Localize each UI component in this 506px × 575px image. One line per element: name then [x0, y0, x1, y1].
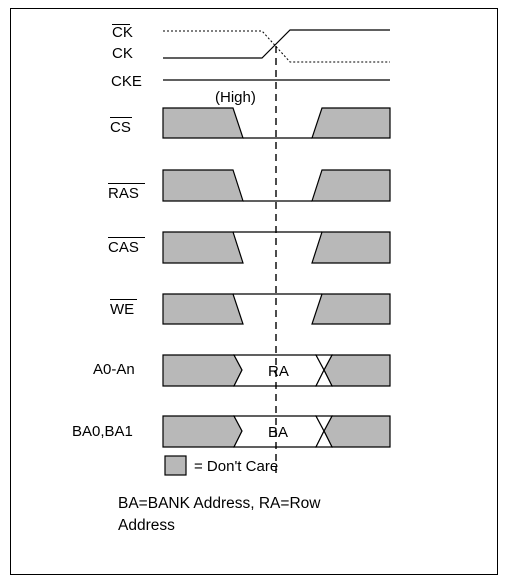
ras-dont-care-right — [311, 169, 391, 202]
signal-label-bank: BA0,BA1 — [72, 423, 133, 440]
we-dont-care-right — [311, 293, 391, 325]
bank-dont-care-right — [323, 415, 391, 448]
cas-dont-care-right — [311, 231, 391, 264]
signal-label-we: WE — [110, 301, 134, 318]
signal-label-cs: CS — [110, 119, 131, 136]
legend-dont-care-swatch — [164, 455, 187, 476]
signal-label-ras: RAS — [108, 185, 139, 202]
addr-right-crossing-gap — [315, 354, 333, 387]
signal-label-addr: A0-An — [93, 361, 135, 378]
addr-bus-value: RA — [268, 363, 289, 380]
bank-dont-care-left — [162, 415, 243, 448]
ras-dont-care-left — [162, 169, 244, 202]
signal-label-ck: CK — [112, 45, 133, 62]
signal-label-ck-bar: CK — [112, 24, 133, 41]
legend-dont-care-label: = Don't Care — [194, 458, 278, 475]
cs-dont-care-left — [162, 107, 244, 139]
signal-label-cas: CAS — [108, 239, 139, 256]
ck-bar-waveform — [163, 30, 390, 63]
ck-waveform — [163, 29, 390, 59]
signal-label-cke: CKE — [111, 73, 142, 90]
caption: BA=BANK Address, RA=Row Address — [118, 495, 321, 534]
bank-right-crossing-gap — [315, 415, 333, 448]
we-dont-care-left — [162, 293, 244, 325]
cas-dont-care-left — [162, 231, 244, 264]
cs-dont-care-right — [311, 107, 391, 139]
addr-dont-care-right — [323, 354, 391, 387]
cke-level-label: (High) — [215, 89, 256, 106]
bank-bus-value: BA — [268, 424, 288, 441]
addr-dont-care-left — [162, 354, 243, 387]
